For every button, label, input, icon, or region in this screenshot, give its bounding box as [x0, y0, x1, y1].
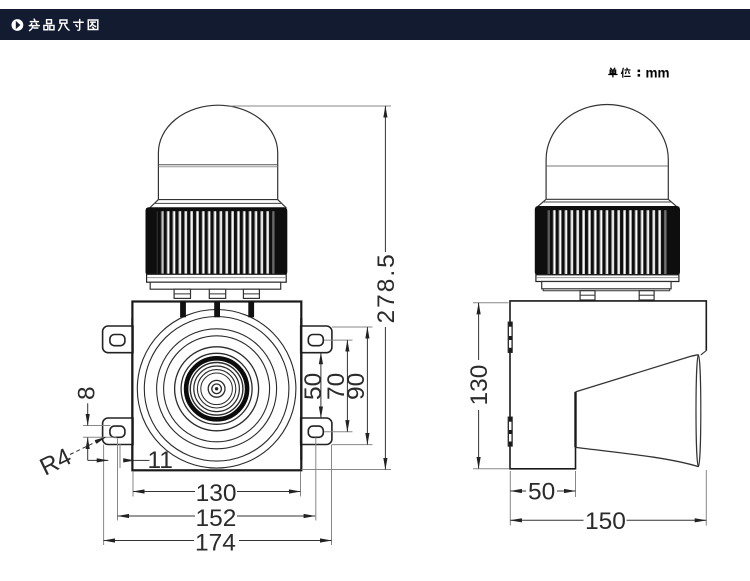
svg-text:130: 130: [466, 365, 493, 406]
svg-text:50: 50: [300, 373, 327, 400]
svg-text:R4: R4: [36, 443, 76, 481]
svg-text:8: 8: [74, 386, 101, 400]
svg-text:278.5: 278.5: [373, 252, 400, 323]
svg-text:70: 70: [323, 373, 350, 400]
svg-text:150: 150: [585, 508, 626, 535]
svg-text:11: 11: [148, 447, 173, 474]
svg-text:90: 90: [343, 373, 370, 400]
svg-text:mm: mm: [646, 65, 670, 80]
svg-text:174: 174: [195, 530, 236, 557]
svg-text:50: 50: [528, 479, 555, 506]
svg-text:130: 130: [196, 480, 237, 507]
svg-text:152: 152: [196, 505, 237, 532]
